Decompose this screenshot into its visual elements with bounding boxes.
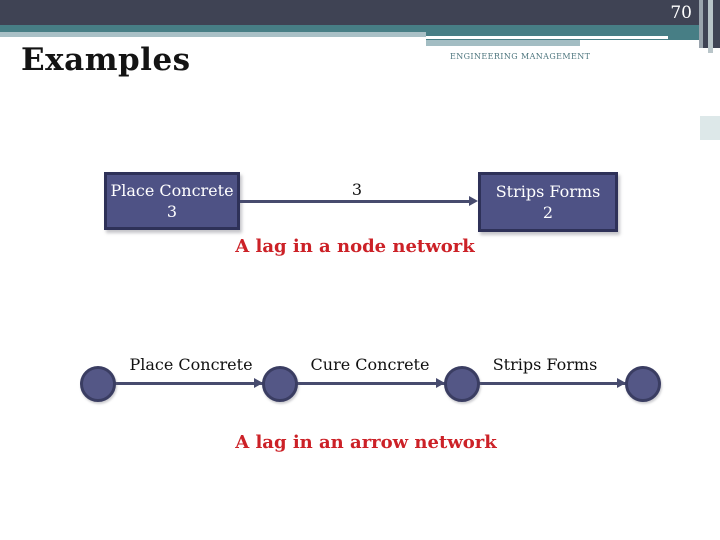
node-box-duration: 3 (166, 202, 178, 221)
arrow-network-line (98, 382, 643, 385)
activity-label-cure-concrete: Cure Concrete (295, 355, 445, 374)
node-box-label: Strips Forms (495, 182, 601, 201)
node-connector-line (240, 200, 472, 203)
arrow-network-caption: A lag in an arrow network (235, 432, 497, 453)
node-box-place-concrete: Place Concrete 3 (104, 172, 240, 230)
node-box-strips-forms: Strips Forms 2 (478, 172, 618, 232)
header-light-stripe (0, 32, 426, 37)
page-number: 70 (670, 3, 692, 23)
arrowhead-icon (436, 378, 445, 388)
event-node-circle (444, 366, 480, 402)
corner-vertical-stripe (703, 0, 708, 48)
course-header-label: ENGINEERING MANAGEMENT (450, 52, 591, 61)
arrowhead-icon (617, 378, 626, 388)
activity-label-strips-forms: Strips Forms (470, 355, 620, 374)
corner-vertical-stripe (708, 0, 713, 53)
header-white-line (426, 36, 668, 39)
header-bar: 70 (0, 0, 720, 25)
node-box-duration: 2 (542, 203, 554, 222)
corner-vertical-stripe (713, 0, 720, 48)
header-light-bar-right (426, 40, 580, 46)
slide-title: Examples (21, 42, 191, 78)
corner-vertical-stripe (699, 0, 703, 48)
node-box-label: Place Concrete (110, 181, 234, 200)
event-node-circle (80, 366, 116, 402)
header-teal-stripe (0, 25, 720, 33)
lag-value-label: 3 (351, 180, 363, 199)
arrowhead-icon (469, 196, 478, 206)
node-network-caption: A lag in a node network (235, 236, 475, 257)
arrowhead-icon (254, 378, 263, 388)
activity-label-place-concrete: Place Concrete (116, 355, 266, 374)
event-node-circle (625, 366, 661, 402)
corner-accent-square (700, 116, 720, 140)
event-node-circle (262, 366, 298, 402)
